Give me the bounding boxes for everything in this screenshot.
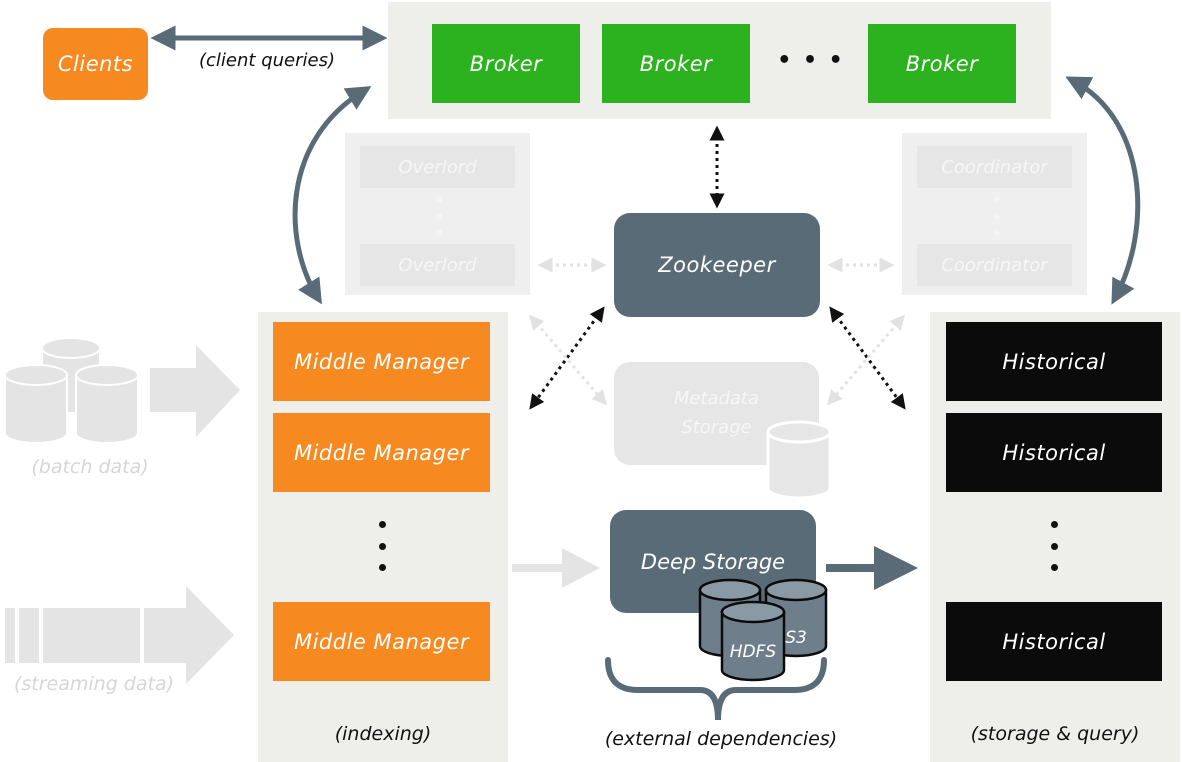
broker-node-2: Broker bbox=[602, 24, 750, 103]
middle-manager-label-2: Middle Manager bbox=[293, 440, 470, 465]
metadata-indexing-arrow bbox=[529, 314, 607, 406]
overlord-node-2: Overlord bbox=[360, 244, 515, 286]
streaming-data-arrow bbox=[5, 586, 234, 684]
metadata-historical-arrow bbox=[827, 314, 905, 406]
historical-label-3: Historical bbox=[1002, 629, 1106, 654]
coordinator-label-2: Coordinator bbox=[941, 254, 1048, 276]
client-queries-label: (client queries) bbox=[199, 50, 335, 71]
deep-storage-label: Deep Storage bbox=[640, 550, 786, 574]
broker-node-1: Broker bbox=[432, 24, 580, 103]
middle-manager-node-2: Middle Manager bbox=[273, 413, 490, 492]
broker-node-3: Broker bbox=[868, 24, 1016, 103]
broker-label-3: Broker bbox=[905, 51, 979, 76]
broker-label-1: Broker bbox=[469, 51, 543, 76]
historical-label-1: Historical bbox=[1002, 349, 1106, 374]
overlord-label-2: Overlord bbox=[398, 254, 477, 276]
coordinator-node-2: Coordinator bbox=[917, 244, 1072, 286]
middle-manager-label-3: Middle Manager bbox=[293, 629, 470, 654]
historical-node-3: Historical bbox=[946, 602, 1162, 681]
middle-manager-node-1: Middle Manager bbox=[273, 322, 490, 401]
middle-manager-vertical-ellipsis bbox=[377, 521, 387, 571]
hdfs-label: HDFS bbox=[729, 642, 777, 662]
zookeeper-indexing-arrow bbox=[529, 306, 605, 410]
middle-manager-node-3: Middle Manager bbox=[273, 602, 490, 681]
historical-node-2: Historical bbox=[946, 413, 1162, 492]
historical-node-1: Historical bbox=[946, 322, 1162, 401]
external-dependencies-label: (external dependencies) bbox=[604, 728, 838, 750]
broker-indexing-arrow bbox=[292, 86, 372, 305]
indexing-deepstorage-arrowhead bbox=[562, 548, 600, 588]
batch-data-cylinders bbox=[4, 337, 139, 444]
clients-label: Clients bbox=[57, 52, 134, 76]
storage-query-caption: (storage & query) bbox=[970, 723, 1140, 745]
batch-data-label: (batch data) bbox=[31, 456, 149, 478]
broker-historical-arrow bbox=[1065, 76, 1141, 305]
metadata-storage-cylinder bbox=[766, 420, 832, 500]
coordinator-vertical-ellipsis bbox=[991, 196, 1001, 236]
middle-manager-label-1: Middle Manager bbox=[293, 349, 470, 374]
s3-label: S3 bbox=[785, 628, 807, 648]
deep-storage-cylinders bbox=[698, 578, 828, 682]
batch-data-arrow bbox=[150, 345, 240, 437]
coordinator-node-1: Coordinator bbox=[917, 146, 1072, 188]
historical-label-2: Historical bbox=[1002, 440, 1106, 465]
zookeeper-historical-arrow bbox=[829, 306, 906, 410]
overlord-label-1: Overlord bbox=[398, 156, 477, 178]
broker-label-2: Broker bbox=[639, 51, 713, 76]
coordinator-label-1: Coordinator bbox=[941, 156, 1048, 178]
overlord-vertical-ellipsis bbox=[434, 196, 444, 236]
historical-vertical-ellipsis bbox=[1049, 521, 1059, 571]
metadata-storage-label-line2: Storage bbox=[681, 416, 752, 438]
metadata-storage-node: Metadata Storage bbox=[614, 362, 819, 465]
external-dependencies-brace bbox=[605, 657, 827, 721]
metadata-storage-label-line1: Metadata bbox=[673, 387, 760, 409]
deepstorage-historical-arrowhead bbox=[874, 546, 918, 590]
clients-node: Clients bbox=[43, 28, 148, 100]
overlord-node-1: Overlord bbox=[360, 146, 515, 188]
streaming-data-label: (streaming data) bbox=[13, 673, 175, 695]
zookeeper-label: Zookeeper bbox=[658, 253, 776, 277]
broker-ellipsis: • • • bbox=[777, 48, 845, 73]
zookeeper-node: Zookeeper bbox=[614, 213, 820, 317]
indexing-caption: (indexing) bbox=[334, 723, 432, 745]
